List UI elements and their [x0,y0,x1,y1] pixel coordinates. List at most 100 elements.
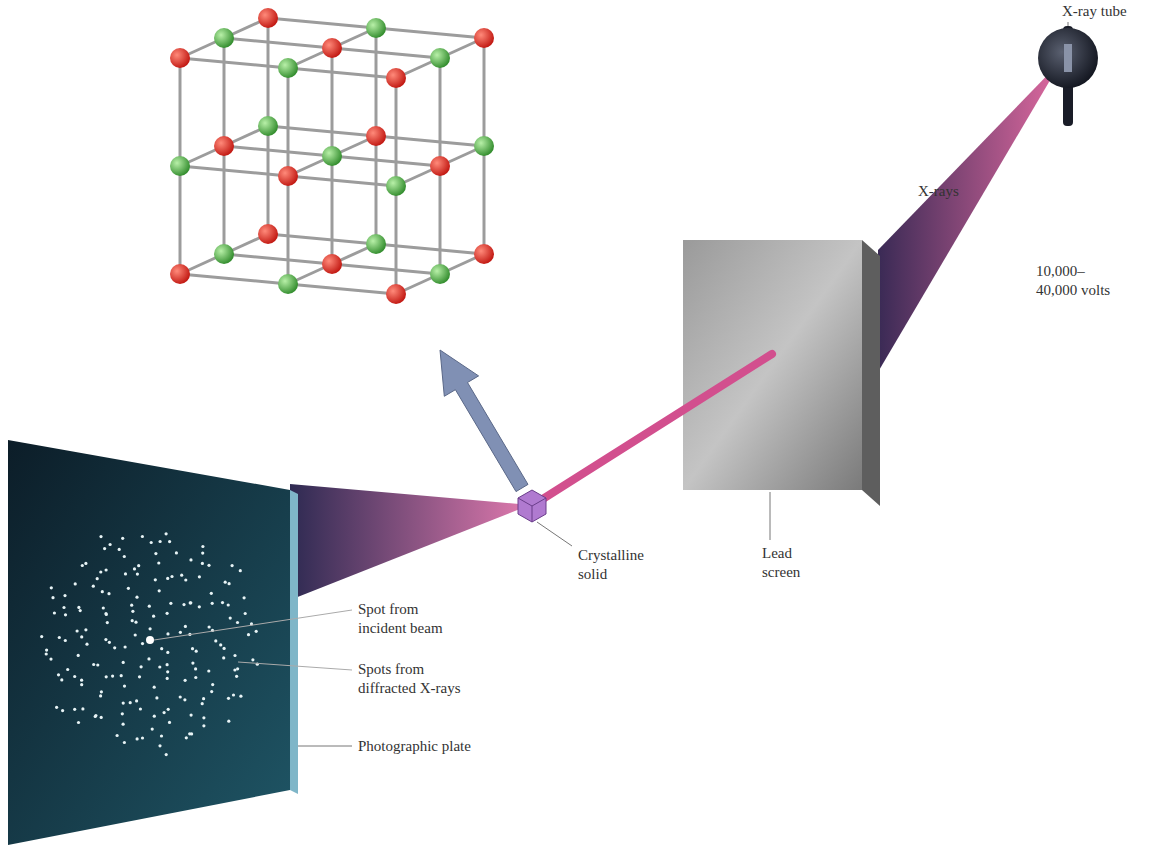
diffraction-spot [201,545,204,548]
diffraction-spot [214,639,217,642]
diffraction-spot [182,603,185,606]
leader-line [238,662,352,670]
diffraction-spot [136,573,139,576]
screen-label: Lead screen [762,544,824,582]
ion-red [474,244,494,264]
diffraction-spot [207,564,210,567]
diffraction-spot [201,702,204,705]
diffraction-spot [170,575,173,578]
diffraction-spot [79,609,82,612]
diffraction-spot [123,555,126,558]
diffraction-spot [183,698,186,701]
ion-green [430,48,450,68]
lattice-bond [288,176,396,186]
diffraction-spot [194,667,197,670]
diffraction-spot [160,734,163,737]
diffraction-spot [251,658,254,661]
lattice-bond [224,38,332,48]
diffraction-spot [73,675,76,678]
diffraction-spot [222,656,225,659]
ion-green [278,274,298,294]
ion-green [474,136,494,156]
diffraction-spot [105,568,108,571]
tube-anode [1064,44,1072,72]
lead-screen [683,240,862,490]
crystal-edge [532,506,533,522]
diffraction-spot [244,612,247,615]
lattice-bond [376,244,484,254]
diffraction-spot [104,638,107,641]
diffraction-spot [99,694,102,697]
screen-side [862,240,880,506]
diffraction-spot [153,715,156,718]
diffraction-spot [155,696,158,699]
ion-red [258,224,278,244]
diffraction-spot [66,668,69,671]
diffraction-spot [96,663,99,666]
diffraction-spot [189,601,192,604]
diffraction-spot [135,699,138,702]
crystal [518,490,546,522]
diffraction-spot [202,697,205,700]
lattice-bond [483,146,486,254]
diffraction-spot [165,532,168,535]
diffraction-spot [96,577,99,580]
diffraction-spot [64,639,67,642]
lattice-bond [224,146,332,156]
diffraction-spot [139,707,142,710]
diffraction-spot [223,647,226,650]
diffraction-spot [166,651,169,654]
diffraction-spot [92,663,95,666]
lattice-bond [332,264,440,274]
diffraction-spot [239,569,242,572]
diffraction-spot [134,621,137,624]
diffraction-spot [122,723,125,726]
diffraction-spot [167,708,170,711]
diffraction-spot [219,643,222,646]
diffraction-spot [207,669,210,672]
diffraction-spot [113,646,116,649]
leader-line [298,746,352,747]
diffraction-spot [168,721,171,724]
diffraction-spot [158,665,161,668]
diffraction-spot [195,650,198,653]
diffraction-spot [45,652,48,655]
diffraction-spot [107,592,110,595]
diffraction-spot [158,744,161,747]
lattice-bond [288,284,396,294]
diffraction-spot [211,683,214,686]
leader-line [154,610,352,640]
ion-green [258,116,278,136]
lattice-bond [376,136,484,146]
diffraction-spot [185,736,188,739]
lattice-bond [439,166,442,274]
crystal-label: Crystalline solid [578,546,658,584]
diffraction-spot [194,676,197,679]
diffraction-spot [133,567,136,570]
ion-red [278,166,298,186]
lattice-bond [223,38,226,146]
tube-label: X-ray tube [1062,2,1127,21]
diffraction-spot [81,564,84,567]
diffraction-spot [84,628,87,631]
diffraction-spot [123,685,126,688]
diffraction-spot [104,612,107,615]
ion-green [278,58,298,78]
lattice-bond [179,58,182,166]
lattice-bond [268,18,376,28]
diffraction-spot [236,621,239,624]
diffraction-spot [121,712,124,715]
diffraction-spot [61,709,64,712]
lattice-bond [268,234,376,244]
diffraction-spot [159,540,162,543]
leader-line [537,522,572,546]
diffraction-spot [179,631,182,634]
diffraction-spot [63,594,66,597]
diffraction-spot [157,561,160,564]
diffraction-spot [111,675,114,678]
ion-green [430,264,450,284]
diffraction-spot [62,606,65,609]
diffraction-spot [191,662,194,665]
diffraction-spot [73,708,76,711]
diffraction-spot [184,625,187,628]
